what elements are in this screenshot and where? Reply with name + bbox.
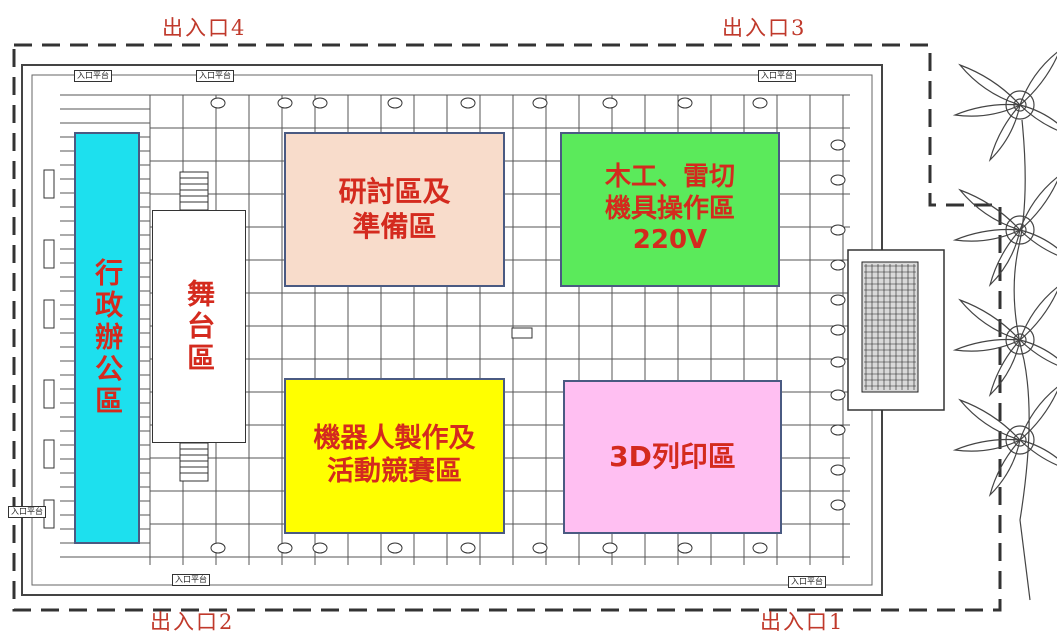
column-marker <box>830 259 846 271</box>
windmill-blade <box>1019 439 1057 466</box>
entrance-tag-bottom-right: 入口平台 <box>788 576 826 588</box>
windmill-blade <box>958 188 1021 231</box>
entrance-tag-top-right: 入口平台 <box>758 70 796 82</box>
window-marker <box>43 379 55 409</box>
column-marker <box>830 224 846 236</box>
column-marker <box>830 294 846 306</box>
column-marker <box>277 542 293 554</box>
column-marker <box>312 542 328 554</box>
equipment-annex <box>847 249 945 411</box>
windmill-blade <box>952 228 1021 242</box>
window-marker <box>43 439 55 469</box>
column-marker <box>210 542 226 554</box>
column-marker <box>830 499 846 511</box>
windmill-blade <box>1019 176 1057 231</box>
stairs-top <box>179 171 209 211</box>
column-marker <box>752 542 768 554</box>
windmill-blade <box>988 439 1021 497</box>
window-marker <box>43 299 55 329</box>
column-marker <box>387 97 403 109</box>
exit-3-label: 出入口3 <box>722 16 807 40</box>
entrance-tag-left: 入口平台 <box>8 506 46 518</box>
windmill-blade <box>1019 286 1057 341</box>
windmill-blade <box>952 438 1021 452</box>
exit-1-label: 出入口1 <box>760 610 845 634</box>
column-marker <box>532 97 548 109</box>
window-marker <box>43 169 55 199</box>
zone-printing-label: 3D列印區 <box>609 439 736 473</box>
column-marker <box>677 97 693 109</box>
entrance-tag-top-left: 入口平台 <box>74 70 112 82</box>
column-marker <box>602 97 618 109</box>
windmill-blade <box>988 229 1021 287</box>
column-marker <box>677 542 693 554</box>
column-marker <box>602 542 618 554</box>
column-markers <box>43 97 846 554</box>
center-marker <box>511 327 533 339</box>
windmill-blade <box>988 339 1021 397</box>
column-marker <box>830 139 846 151</box>
column-marker <box>312 97 328 109</box>
zone-seminar-label: 研討區及 準備區 <box>338 175 451 243</box>
zone-robotics: 機器人製作及 活動競賽區 <box>284 378 505 534</box>
zone-stage: 舞台區 <box>152 210 246 443</box>
zone-seminar: 研討區及 準備區 <box>284 132 505 287</box>
column-marker <box>830 174 846 186</box>
zone-admin-label: 行政辦公區 <box>91 258 125 418</box>
column-marker <box>210 97 226 109</box>
column-marker <box>830 424 846 436</box>
column-marker <box>387 542 403 554</box>
entrance-tag-bottom-mid: 入口平台 <box>172 574 210 586</box>
window-marker <box>43 239 55 269</box>
column-marker <box>830 464 846 476</box>
entrance-tag-top-mid: 入口平台 <box>196 70 234 82</box>
column-marker <box>460 97 476 109</box>
zone-woodwork-label: 木工、雷切 機具操作區 220V <box>604 161 735 256</box>
zone-admin-office: 行政辦公區 <box>74 132 140 544</box>
zone-woodwork-laser: 木工、雷切 機具操作區 220V <box>560 132 780 287</box>
windmill-blade <box>988 104 1021 162</box>
column-marker <box>830 389 846 401</box>
windmill-blade <box>1019 51 1057 106</box>
windmill-blade <box>952 338 1021 352</box>
windmill-blade <box>1019 229 1057 256</box>
windmill-pole <box>1013 119 1031 601</box>
windmill-blade <box>958 398 1021 441</box>
windmill-blade <box>1019 386 1057 441</box>
windmill-blade <box>952 103 1021 117</box>
zone-stage-label: 舞台區 <box>183 278 217 375</box>
column-marker <box>752 97 768 109</box>
column-marker <box>830 324 846 336</box>
windmill-blade <box>1019 104 1057 131</box>
windmill-blade <box>1019 339 1057 366</box>
windmill-blade <box>958 63 1021 106</box>
column-marker <box>277 97 293 109</box>
exit-4-label: 出入口4 <box>162 16 247 40</box>
windmill-decorations <box>952 51 1057 601</box>
zone-robotics-label: 機器人製作及 活動競賽區 <box>313 423 476 487</box>
site-boundary <box>12 43 1002 612</box>
column-marker <box>830 356 846 368</box>
exit-2-label: 出入口2 <box>150 610 235 634</box>
column-marker <box>532 542 548 554</box>
zone-3d-printing: 3D列印區 <box>563 380 782 534</box>
stairs-bottom <box>179 442 209 482</box>
column-marker <box>460 542 476 554</box>
windmill-blade <box>958 298 1021 341</box>
